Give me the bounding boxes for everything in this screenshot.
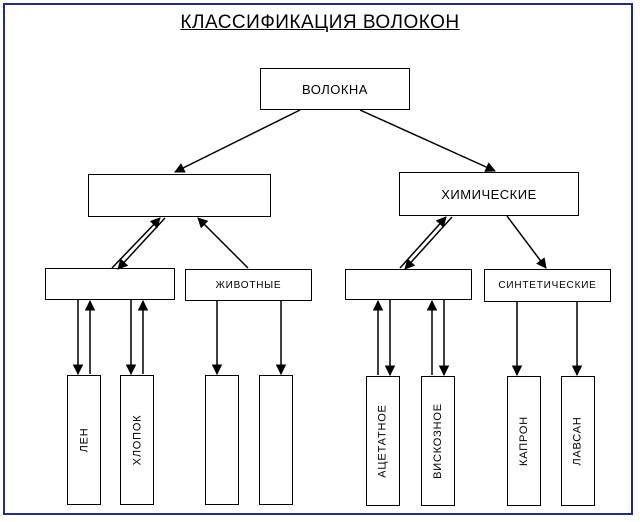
arrow-root-to-natural [174, 109, 301, 173]
diagram-title: КЛАССИФИКАЦИЯ ВОЛОКОН [180, 12, 460, 33]
diagram-frame [3, 3, 633, 515]
arrow-animal-to-natural [197, 217, 249, 269]
node-chemical: ХИМИЧЕСКИЕ [399, 172, 579, 216]
node-animal: ЖИВОТНЫЕ [185, 269, 312, 301]
node-natural-blank [88, 174, 271, 217]
leaf-khlopok: ХЛОПОК [120, 375, 154, 505]
leaf-len: ЛЕН [67, 375, 101, 505]
node-artificial-blank [345, 269, 472, 300]
node-fibers-label: ВОЛОКНА [302, 81, 368, 97]
leaf-viscose: ВИСКОЗНОЕ [421, 376, 455, 506]
leaf-lavsan: ЛАВСАН [561, 376, 595, 506]
node-animal-label: ЖИВОТНЫЕ [215, 279, 282, 291]
arrow-root-to-chemical [359, 109, 496, 172]
node-fibers: ВОЛОКНА [260, 68, 410, 110]
node-plant-blank [45, 268, 175, 300]
leaf-acetate: АЦЕТАТНОЕ [366, 376, 400, 506]
leaf-blank-1 [205, 375, 239, 505]
leaf-kapron: КАПРОН [507, 376, 541, 506]
node-synthetic-label: СИНТЕТИЧЕСКИЕ [498, 280, 597, 291]
arrow-chemical-to-artificial [404, 216, 453, 270]
arrow-artificial-to-chemical [399, 216, 447, 269]
node-chemical-label: ХИМИЧЕСКИЕ [441, 186, 537, 202]
arrow-natural-to-plant [117, 217, 166, 270]
arrow-plant-to-natural [111, 217, 161, 269]
arrow-chemical-to-synthetic [506, 215, 547, 269]
leaf-blank-2 [259, 375, 293, 505]
node-synthetic: СИНТЕТИЧЕСКИЕ [484, 269, 611, 302]
